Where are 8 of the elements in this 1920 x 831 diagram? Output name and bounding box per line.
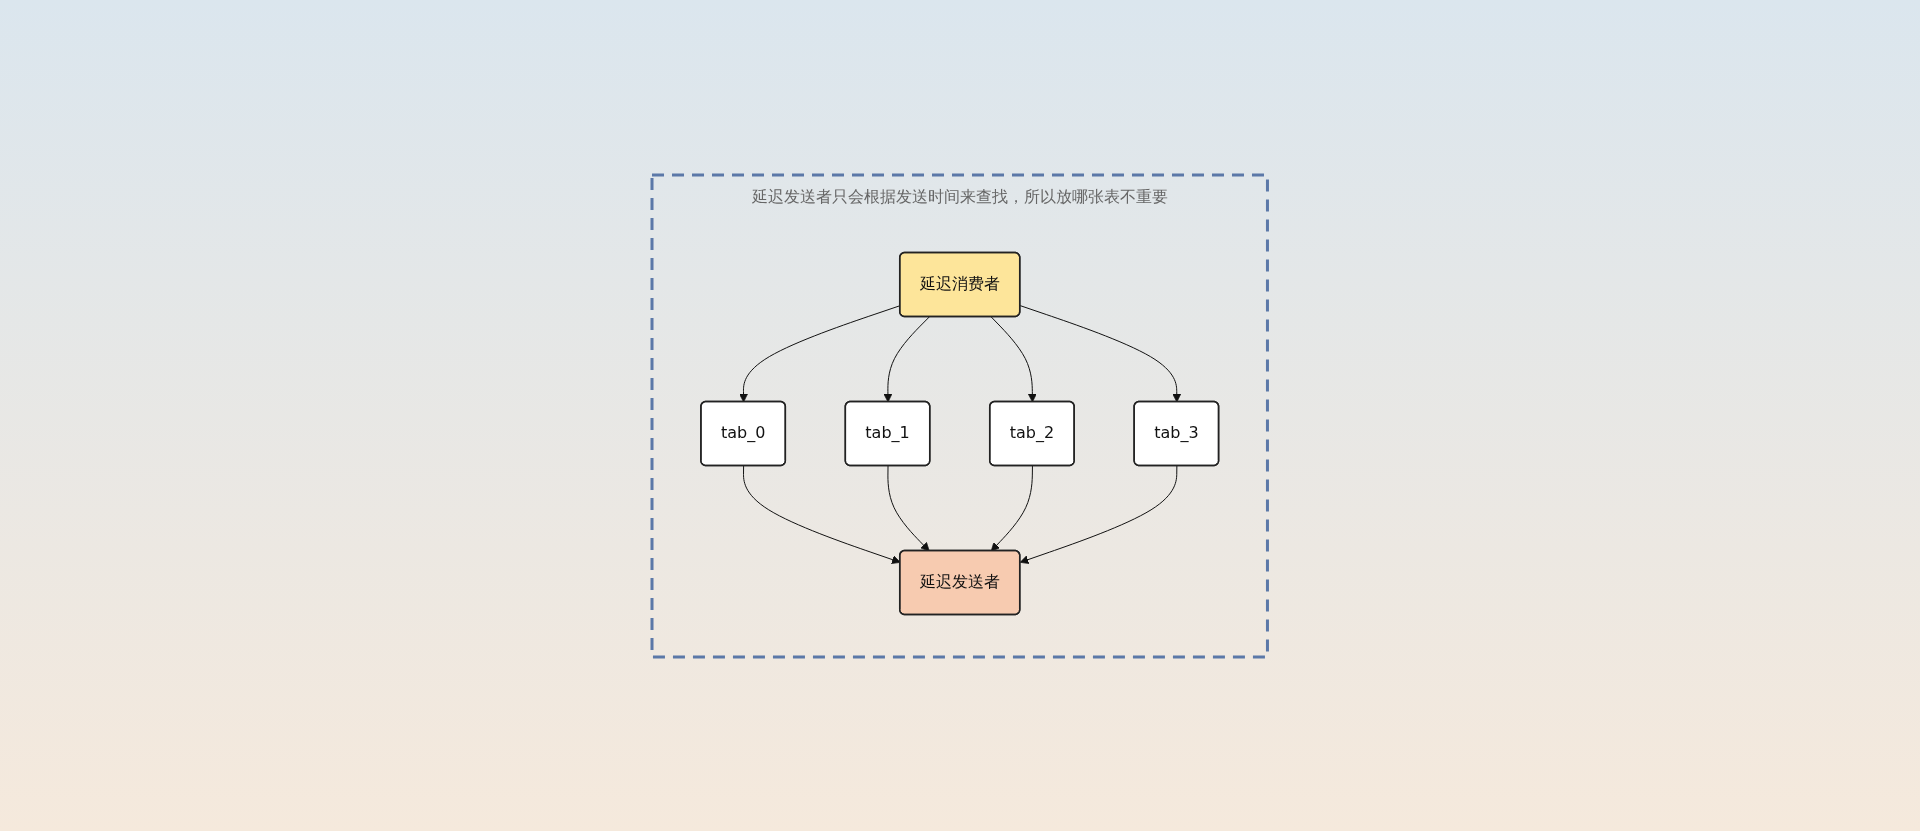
arrow: [739, 304, 901, 402]
arrow: [743, 465, 901, 564]
arrow: [1020, 304, 1182, 402]
arrow: [991, 316, 1037, 402]
arrow: [887, 465, 930, 551]
arrow: [991, 465, 1034, 551]
arrow: [883, 316, 930, 402]
arrow: [1020, 465, 1178, 564]
